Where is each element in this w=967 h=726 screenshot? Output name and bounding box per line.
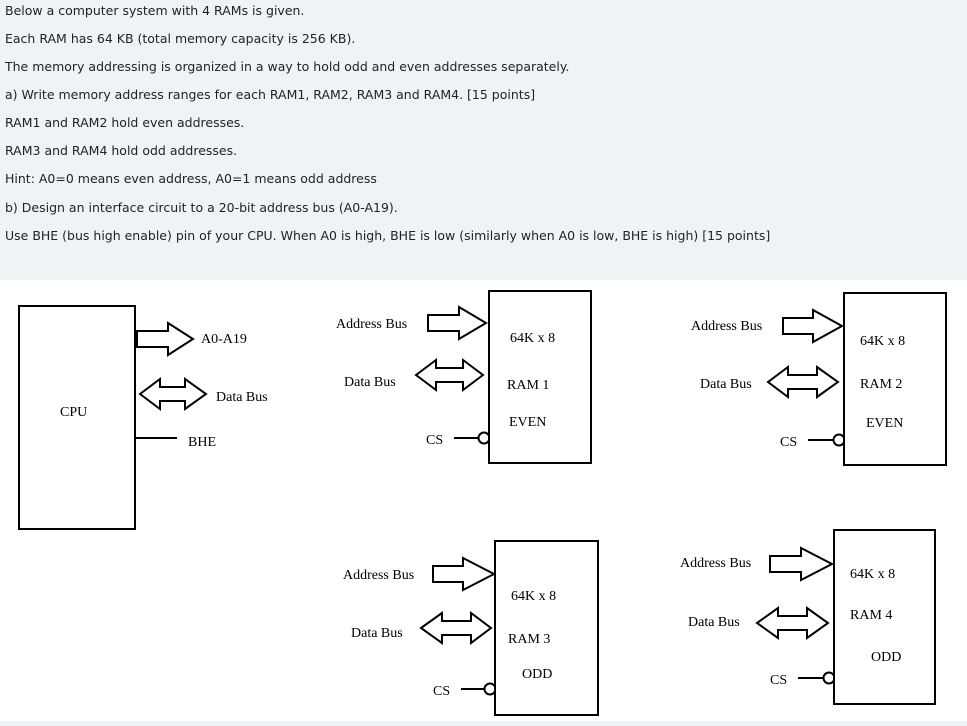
question-line-9: Use BHE (bus high enable) pin of your CP…: [5, 228, 771, 243]
ram2-size: 64K x 8: [860, 334, 905, 349]
ram4-cs-label: CS: [770, 673, 787, 688]
cpu-label: CPU: [60, 405, 87, 420]
ram4-parity: ODD: [871, 650, 901, 665]
ram3-block: Address Bus Data Bus CS 64K x 8 RAM 3 OD…: [343, 540, 599, 716]
ram4-address-arrow: [769, 546, 835, 582]
question-line-8: b) Design an interface circuit to a 20-b…: [5, 200, 398, 215]
cpu-bhe-label: BHE: [188, 435, 216, 450]
ram2-cs-label: CS: [780, 435, 797, 450]
ram1-cs-bubble: [477, 431, 491, 445]
ram1-parity: EVEN: [509, 415, 546, 430]
ram3-data-arrow: [419, 611, 493, 645]
ram3-parity: ODD: [522, 667, 552, 682]
ram3-data-bus-label: Data Bus: [351, 626, 403, 641]
question-line-7: Hint: A0=0 means even address, A0=1 mean…: [5, 171, 377, 186]
ram3-cs-bubble: [483, 682, 497, 696]
ram2-box: [843, 292, 947, 466]
question-line-1: Below a computer system with 4 RAMs is g…: [5, 3, 305, 18]
circuit-diagram-svg: CPU A0-A19 Data Bus BHE Address Bus Data…: [18, 290, 947, 716]
ram3-name: RAM 3: [508, 632, 550, 647]
ram2-name: RAM 2: [860, 377, 902, 392]
ram2-data-bus-label: Data Bus: [700, 377, 752, 392]
ram2-block: Address Bus Data Bus CS 64K x 8 RAM 2 EV…: [691, 292, 947, 466]
ram3-cs-label: CS: [433, 684, 450, 699]
ram4-data-arrow: [755, 606, 830, 640]
ram1-cs-label: CS: [426, 433, 443, 448]
question-panel: Below a computer system with 4 RAMs is g…: [0, 0, 967, 280]
question-line-4: a) Write memory address ranges for each …: [5, 87, 536, 102]
ram3-box: [494, 540, 599, 716]
ram4-name: RAM 4: [850, 608, 892, 623]
ram1-box: [488, 290, 592, 464]
ram1-size: 64K x 8: [510, 331, 555, 346]
ram1-block: Address Bus Data Bus CS 64K x 8 RAM 1 EV…: [336, 290, 592, 464]
question-line-2: Each RAM has 64 KB (total memory capacit…: [5, 31, 356, 46]
ram2-address-arrow: [782, 308, 845, 344]
ram3-address-arrow: [432, 556, 497, 592]
ram1-address-bus-label: Address Bus: [336, 317, 407, 332]
cpu-address-label: A0-A19: [201, 332, 247, 347]
ram1-name: RAM 1: [507, 378, 549, 393]
ram4-block: Address Bus Data Bus CS 64K x 8 RAM 4 OD…: [680, 529, 936, 705]
circuit-diagram: CPU A0-A19 Data Bus BHE Address Bus Data…: [0, 280, 967, 721]
cpu-address-arrow: [136, 321, 195, 357]
ram4-address-bus-label: Address Bus: [680, 556, 751, 571]
ram2-cs-bubble: [832, 433, 846, 447]
cpu-data-arrow: [138, 377, 208, 411]
question-line-3: The memory addressing is organized in a …: [5, 59, 570, 74]
ram4-size: 64K x 8: [850, 567, 895, 582]
ram4-box: [833, 529, 936, 705]
question-line-5: RAM1 and RAM2 hold even addresses.: [5, 115, 245, 130]
cpu-data-label: Data Bus: [216, 390, 268, 405]
question-line-6: RAM3 and RAM4 hold odd addresses.: [5, 143, 238, 158]
ram1-address-arrow: [427, 305, 488, 341]
ram1-data-bus-label: Data Bus: [344, 375, 396, 390]
cpu-box: [18, 305, 136, 530]
ram2-data-arrow: [766, 365, 840, 399]
ram4-data-bus-label: Data Bus: [688, 615, 740, 630]
ram3-size: 64K x 8: [511, 589, 556, 604]
ram2-parity: EVEN: [866, 416, 903, 431]
ram3-address-bus-label: Address Bus: [343, 568, 414, 583]
ram2-address-bus-label: Address Bus: [691, 319, 762, 334]
ram1-data-arrow: [414, 358, 485, 392]
ram4-cs-bubble: [822, 671, 836, 685]
